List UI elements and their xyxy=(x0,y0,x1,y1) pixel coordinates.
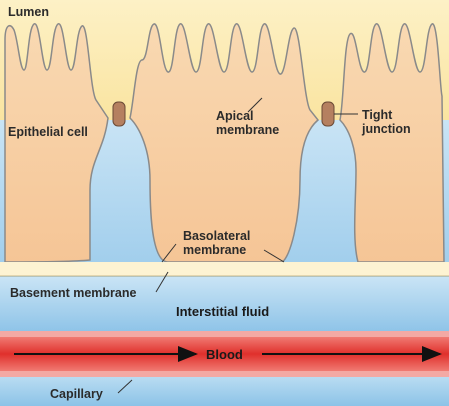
capillary-region xyxy=(0,377,449,406)
tight-junction-left xyxy=(112,101,126,127)
basolateral-leader-left xyxy=(161,243,177,263)
epithelial-cell-label: Epithelial cell xyxy=(8,125,88,139)
basement-membrane xyxy=(0,262,449,276)
interstitial-fluid-label: Interstitial fluid xyxy=(176,304,269,319)
tight-junction-label-2: junction xyxy=(361,122,411,136)
apical-membrane-label-2: membrane xyxy=(216,123,279,137)
interstitial-fluid-band xyxy=(0,277,449,331)
basement-membrane-label: Basement membrane xyxy=(10,286,136,300)
lumen-label: Lumen xyxy=(8,5,49,19)
basement-membrane-leader xyxy=(155,271,169,293)
basolateral-membrane-label-1: Basolateral xyxy=(183,229,250,243)
apical-membrane-label-1: Apical xyxy=(216,109,254,123)
epithelial-cell-left xyxy=(4,23,109,263)
tight-junction-right xyxy=(321,101,335,127)
basolateral-leader-right xyxy=(263,249,285,263)
apical-leader xyxy=(247,97,263,113)
capillary-label: Capillary xyxy=(50,387,103,401)
epithelial-cell-middle xyxy=(129,23,320,263)
tight-junction-label-1: Tight xyxy=(362,108,393,122)
capillary-wall-top xyxy=(0,331,449,337)
capillary-leader xyxy=(117,379,133,394)
capillary-wall-bottom xyxy=(0,371,449,377)
epithelial-cell-right xyxy=(339,23,445,263)
basolateral-membrane-label-2: membrane xyxy=(183,243,246,257)
blood-label: Blood xyxy=(206,347,243,362)
